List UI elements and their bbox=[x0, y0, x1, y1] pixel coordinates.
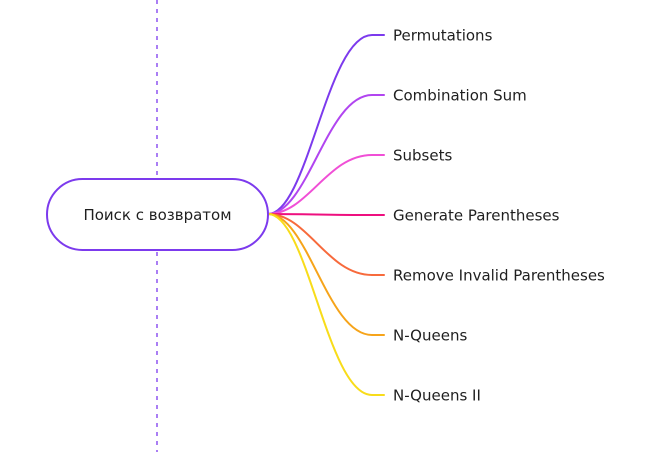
branch-group bbox=[267, 34, 385, 396]
branch-n-queens bbox=[267, 213, 385, 336]
child-node-n-queens-ii[interactable]: N-Queens II bbox=[393, 387, 481, 405]
child-node-n-queens[interactable]: N-Queens bbox=[393, 327, 467, 345]
root-node-label: Поиск с возвратом bbox=[83, 206, 231, 224]
branch-generate-parentheses bbox=[267, 213, 385, 216]
root-node-box[interactable] bbox=[46, 178, 269, 251]
branch-permutations bbox=[267, 34, 385, 215]
child-node-remove-invalid-parentheses[interactable]: Remove Invalid Parentheses bbox=[393, 267, 605, 285]
child-node-generate-parentheses[interactable]: Generate Parentheses bbox=[393, 207, 560, 225]
branch-subsets bbox=[267, 154, 385, 215]
child-node-combination-sum[interactable]: Combination Sum bbox=[393, 87, 527, 105]
branch-n-queens-ii bbox=[267, 213, 385, 396]
child-node-permutations[interactable]: Permutations bbox=[393, 27, 493, 45]
branch-combination-sum bbox=[267, 94, 385, 215]
root-node[interactable]: Поиск с возвратом bbox=[46, 178, 269, 251]
child-node-subsets[interactable]: Subsets bbox=[393, 147, 452, 165]
branch-remove-invalid-parentheses bbox=[267, 213, 385, 276]
